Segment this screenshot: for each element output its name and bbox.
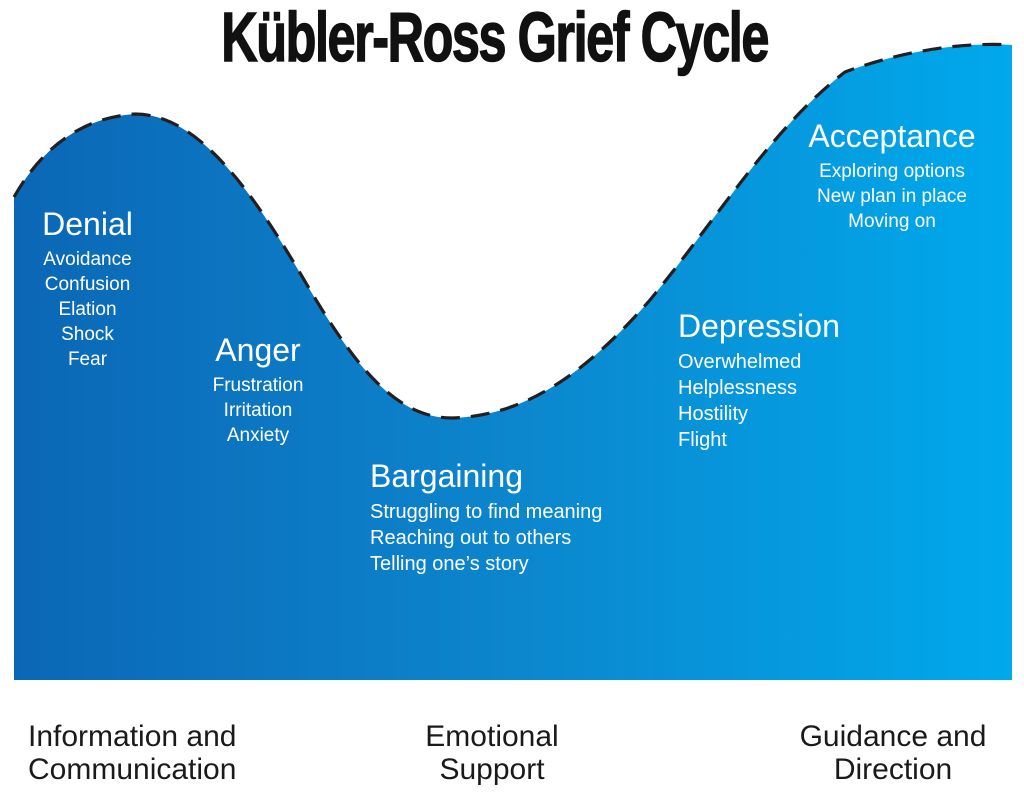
stage-denial: Denial Avoidance Confusion Elation Shock… xyxy=(10,206,165,372)
stage-anger-item: Irritation xyxy=(223,399,293,421)
grief-wave-dashed-outline xyxy=(12,42,1013,420)
stage-acceptance-item: New plan in place xyxy=(817,185,967,207)
page-title: Kübler-Ross Grief Cycle xyxy=(221,0,770,76)
stage-anger-item: Anxiety xyxy=(226,424,290,446)
stage-bargaining: Bargaining Struggling to find meaning Re… xyxy=(370,458,670,577)
stage-depression-item: Helplessness xyxy=(678,376,797,399)
footer-line: Emotional xyxy=(425,720,559,753)
footer-guidance-direction: Guidance and Direction xyxy=(773,720,1013,786)
footer-line: Communication xyxy=(28,753,237,786)
stage-depression-item: Flight xyxy=(678,428,727,451)
stage-denial-item: Fear xyxy=(67,348,108,370)
stage-anger: Anger Frustration Irritation Anxiety xyxy=(182,332,334,448)
footer-information-communication: Information and Communication xyxy=(28,720,236,786)
footer-line: Guidance and xyxy=(799,720,987,753)
footer-line: Direction xyxy=(833,753,953,786)
stage-denial-item: Shock xyxy=(61,323,114,345)
stage-acceptance: Acceptance Exploring options New plan in… xyxy=(787,118,997,234)
stage-bargaining-item: Struggling to find meaning xyxy=(370,500,603,523)
stage-depression: Depression Overwhelmed Helplessness Host… xyxy=(678,308,938,453)
stage-bargaining-item: Reaching out to others xyxy=(370,526,572,549)
stage-acceptance-heading: Acceptance xyxy=(808,118,976,154)
stage-bargaining-heading: Bargaining xyxy=(370,458,523,494)
stage-denial-heading: Denial xyxy=(42,206,133,242)
stage-depression-item: Hostility xyxy=(678,402,749,425)
stage-denial-item: Avoidance xyxy=(43,248,132,270)
stage-acceptance-item: Moving on xyxy=(848,210,936,232)
stage-anger-heading: Anger xyxy=(215,332,301,368)
stage-denial-item: Elation xyxy=(58,298,117,320)
stage-acceptance-item: Exploring options xyxy=(819,160,965,182)
footer-line: Information and xyxy=(28,720,237,753)
title-bar: Kübler-Ross Grief Cycle xyxy=(0,0,1024,76)
stage-bargaining-item: Telling one’s story xyxy=(370,552,529,575)
stage-anger-item: Frustration xyxy=(212,374,304,396)
stage-depression-item: Overwhelmed xyxy=(678,350,802,373)
grief-wave-fill xyxy=(14,44,1012,680)
stage-depression-heading: Depression xyxy=(678,308,840,344)
footer-line: Support xyxy=(439,753,545,786)
stage-denial-item: Confusion xyxy=(44,273,131,295)
footer-emotional-support: Emotional Support xyxy=(392,720,592,786)
